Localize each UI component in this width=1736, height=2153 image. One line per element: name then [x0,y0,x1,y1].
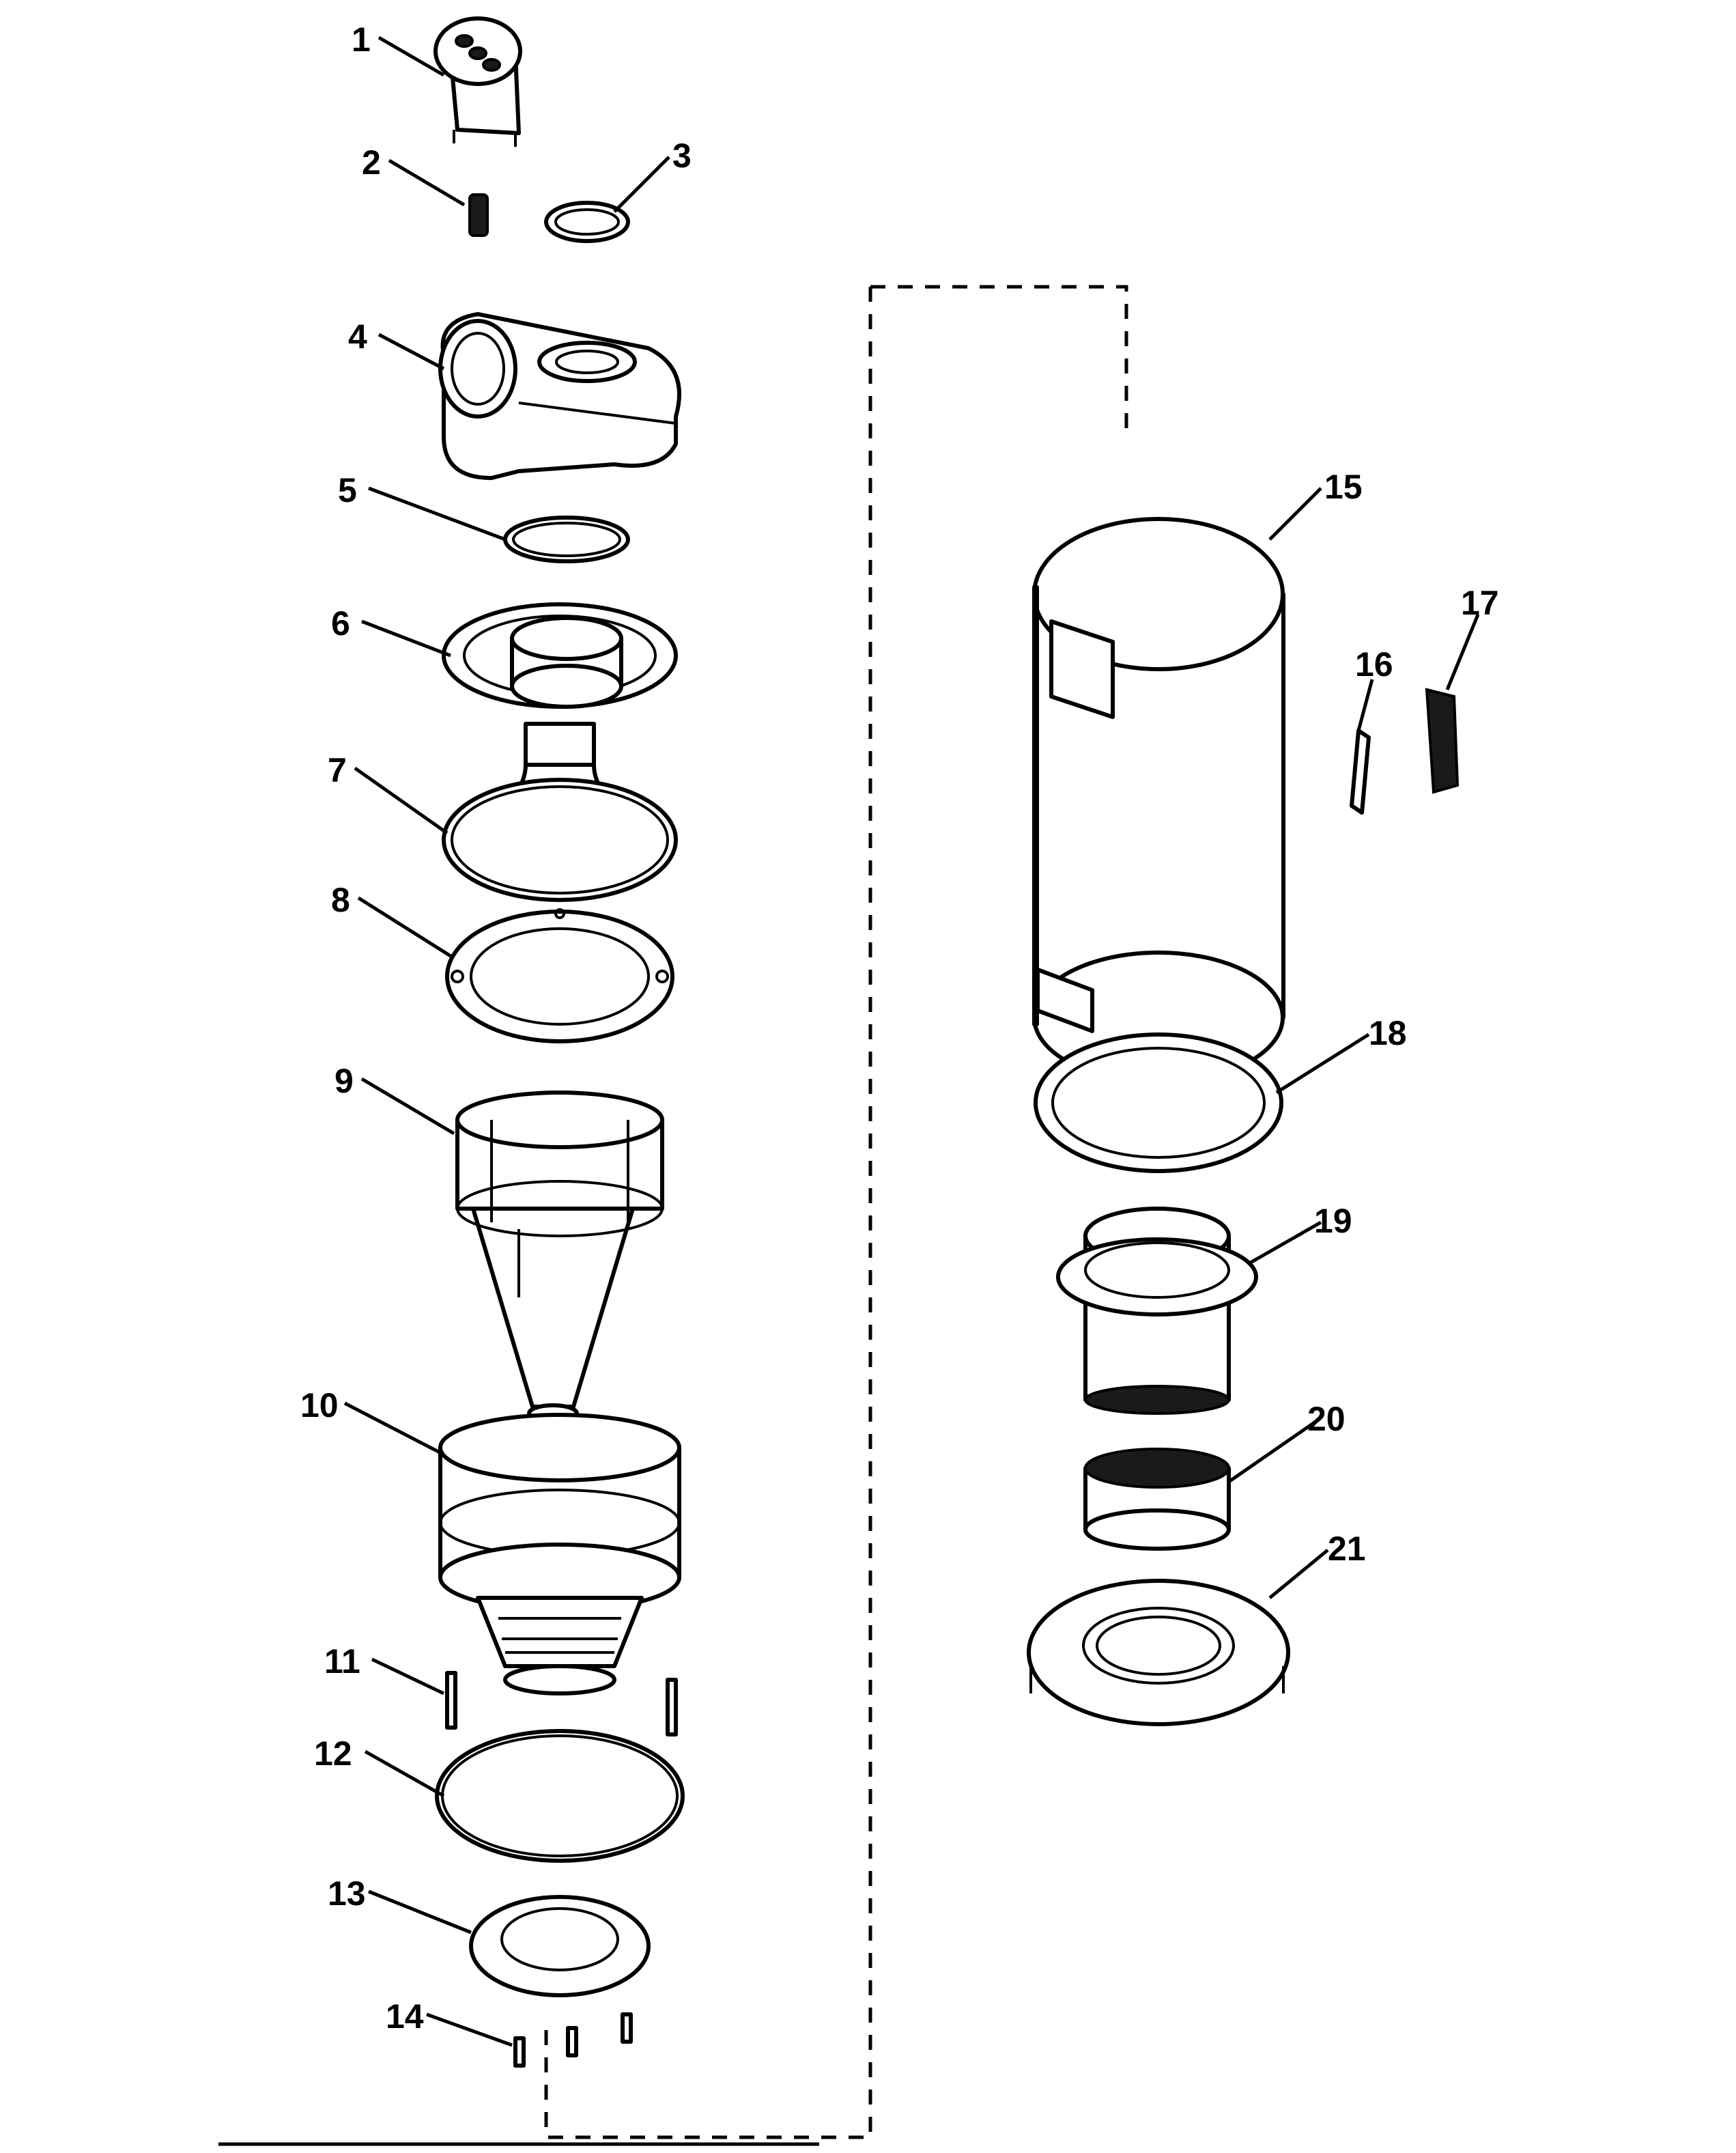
part-8-gasket [445,908,674,1043]
callout-15: 15 [1324,468,1363,506]
callout-9: 9 [335,1062,354,1100]
callout-6: 6 [331,604,350,643]
callout-5: 5 [338,471,357,509]
part-2-spring [468,193,489,237]
callout-19: 19 [1314,1202,1352,1240]
part-6-upper-flange [442,602,678,808]
callout-17: 17 [1461,584,1499,622]
part-5-seal-ring [503,516,630,563]
leader-lines [343,36,1480,2047]
callout-2: 2 [362,143,381,182]
part-4-motor-housing [438,312,681,480]
callout-labels: 1 2 3 4 5 6 7 8 9 10 11 12 13 14 15 16 1… [300,20,1499,2036]
callout-7: 7 [328,751,347,789]
callout-1: 1 [352,20,371,59]
part-9-cyclone-cone [455,1090,664,1424]
callout-16: 16 [1355,645,1393,684]
part-15-canister-body [1032,517,1285,1084]
part-12-base-gasket [435,1729,685,1863]
part-20-filter-band [1083,1448,1231,1551]
part-17-clip [1425,688,1460,794]
part-19-filter [1056,1207,1258,1415]
part-1-top-cap [433,16,522,147]
part-16-latch-pin [1350,729,1371,815]
part-7-cone-disc [442,763,678,902]
part-14-small-screws [513,2012,633,2068]
part-3-small-ring [544,201,630,243]
callout-10: 10 [300,1386,339,1424]
part-10-dirt-bin-ring [438,1413,681,1695]
callout-4: 4 [348,318,367,356]
assembly-path-dashed [544,285,1128,2139]
callout-3: 3 [672,137,692,175]
callout-21: 21 [1328,1530,1366,1568]
callout-12: 12 [314,1734,352,1773]
callout-11: 11 [324,1642,360,1680]
callout-18: 18 [1369,1014,1407,1052]
callout-8: 8 [331,881,350,919]
part-18-large-seal [1034,1032,1283,1173]
callout-13: 13 [328,1874,366,1913]
callout-20: 20 [1307,1400,1346,1438]
part-21-base-plate [1027,1579,1290,1726]
part-13-bottom-ring [469,1895,651,1997]
callout-14: 14 [386,1997,424,2036]
